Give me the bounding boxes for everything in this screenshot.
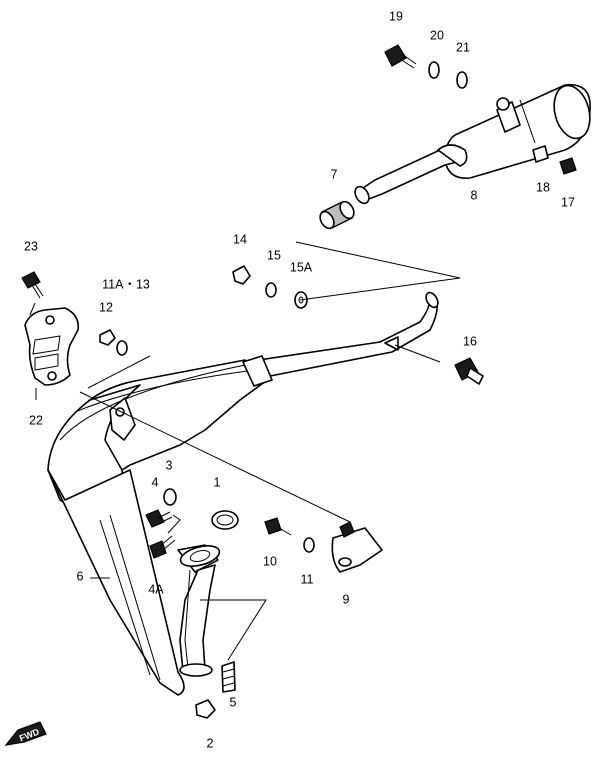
- nut-12: [99, 329, 116, 346]
- label-12: 12: [99, 300, 113, 314]
- header-pipe: [177, 544, 221, 677]
- label-14: 14: [233, 232, 247, 246]
- label-2: 2: [207, 736, 214, 750]
- label-18: 18: [536, 180, 550, 194]
- bolt-4: [145, 509, 173, 528]
- label-6: 6: [77, 569, 84, 583]
- label-5: 5: [230, 695, 237, 709]
- washer-11: [303, 537, 315, 553]
- nut-14: [232, 265, 251, 285]
- bolt-4a: [149, 535, 176, 559]
- bush-18: [532, 145, 549, 163]
- label-17: 17: [561, 195, 575, 209]
- washer-15: [265, 282, 277, 298]
- nut-2: [195, 699, 216, 719]
- bolt-19: [384, 44, 417, 69]
- silencer-8: [354, 83, 591, 205]
- label-10: 10: [263, 554, 277, 568]
- fwd-arrow-icon: FWD: [4, 721, 47, 746]
- washer-11a-13: [116, 340, 128, 356]
- label-1: 1: [214, 475, 221, 489]
- washer-3: [163, 488, 177, 506]
- joint-gasket-7: [319, 200, 355, 230]
- label-16: 16: [463, 334, 477, 348]
- exhaust-body-6: [47, 291, 439, 696]
- gasket-1: [211, 510, 239, 530]
- bolt-16: [454, 357, 484, 385]
- label-4: 4: [152, 475, 159, 489]
- label-3: 3: [166, 458, 173, 472]
- leader-lines: [29, 241, 461, 661]
- part-labels: 19 20 21 8 18 17 7 23 14 15 15A 11A・13 1…: [24, 9, 575, 750]
- label-7: 7: [331, 167, 338, 181]
- washer-21: [456, 71, 468, 89]
- label-4a: 4A: [148, 582, 164, 596]
- bracket-9: [331, 521, 383, 573]
- bolt-10: [264, 517, 292, 536]
- label-9: 9: [343, 592, 350, 606]
- label-19: 19: [389, 9, 403, 23]
- label-11: 11: [301, 572, 314, 586]
- nut-17: [559, 157, 577, 175]
- label-22: 22: [29, 413, 43, 427]
- heat-shield-22: [24, 307, 80, 386]
- stud-5: [221, 661, 236, 693]
- label-11a-13: 11A・13: [102, 277, 150, 291]
- label-23: 23: [24, 239, 38, 253]
- washer-20: [428, 61, 440, 79]
- bolt-23: [21, 271, 44, 299]
- label-8: 8: [471, 188, 478, 202]
- label-20: 20: [430, 28, 444, 42]
- label-15a: 15A: [290, 260, 313, 274]
- label-15: 15: [267, 248, 281, 262]
- label-21: 21: [456, 40, 470, 54]
